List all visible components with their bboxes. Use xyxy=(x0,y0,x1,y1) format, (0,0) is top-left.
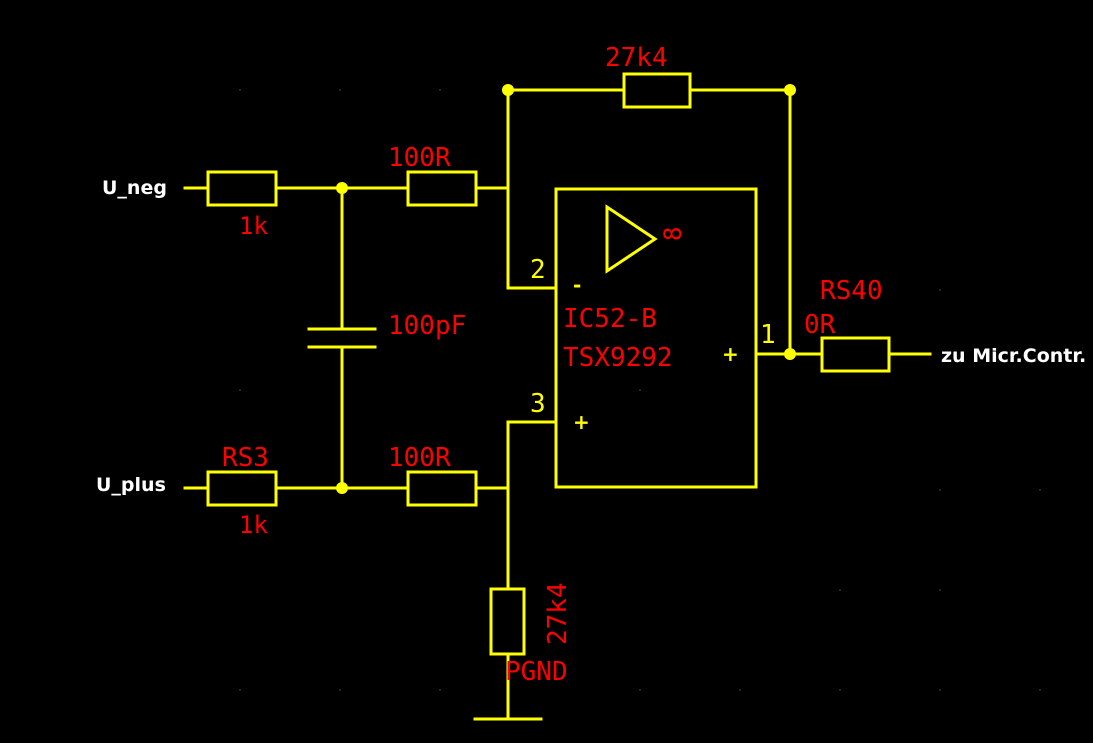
junction-dot xyxy=(784,84,796,96)
resistor-r-feedback[interactable] xyxy=(622,72,692,109)
pin-output: 1 xyxy=(760,320,776,350)
r-series-plus-value: 100R xyxy=(388,443,451,473)
ground-label: PGND xyxy=(505,657,568,687)
capacitor-value: 100pF xyxy=(388,311,466,341)
junction-dot xyxy=(336,182,348,194)
r-feedback-value: 27k4 xyxy=(605,43,668,73)
resistor-r-in-plus[interactable] xyxy=(206,470,278,507)
opamp-body[interactable] xyxy=(554,187,758,489)
junction-dot xyxy=(784,348,796,360)
plus-sign-input: + xyxy=(573,410,590,434)
grid-dots xyxy=(239,89,1041,691)
junction-dots xyxy=(336,84,796,494)
plus-sign-output: + xyxy=(722,342,739,366)
minus-sign: - xyxy=(573,273,581,297)
capacitor-symbol[interactable] xyxy=(307,327,377,349)
r-series-neg-value: 100R xyxy=(388,143,451,173)
pin-inverting: 2 xyxy=(530,255,546,285)
opamp-triangle-icon xyxy=(605,204,658,274)
r-in-neg-value: 1k xyxy=(239,212,268,240)
resistor-r-series-plus[interactable] xyxy=(406,470,478,507)
resistor-r-output[interactable] xyxy=(820,336,891,373)
resistor-r-in-neg[interactable] xyxy=(206,170,278,207)
r-in-plus-name: RS3 xyxy=(222,443,269,473)
r-output-value: 0R xyxy=(804,310,836,340)
junction-dot xyxy=(336,482,348,494)
r-ground-value: 27k4 xyxy=(543,582,573,645)
net-label-u-neg: U_neg xyxy=(102,177,167,199)
opamp-part: TSX9292 xyxy=(563,343,673,373)
net-label-u-plus: U_plus xyxy=(96,474,166,496)
opamp-name: IC52-B xyxy=(563,304,657,334)
resistor-r-ground[interactable] xyxy=(489,587,526,656)
resistor-r-series-neg[interactable] xyxy=(406,170,478,207)
net-label-output: zu Micr.Contr. xyxy=(941,345,1086,367)
junction-dot xyxy=(502,84,514,96)
r-output-name: RS40 xyxy=(820,276,883,306)
r-in-plus-value: 1k xyxy=(239,511,268,539)
opamp-unit-glyph: 8 xyxy=(659,227,687,241)
pin-non-inverting: 3 xyxy=(530,389,546,419)
